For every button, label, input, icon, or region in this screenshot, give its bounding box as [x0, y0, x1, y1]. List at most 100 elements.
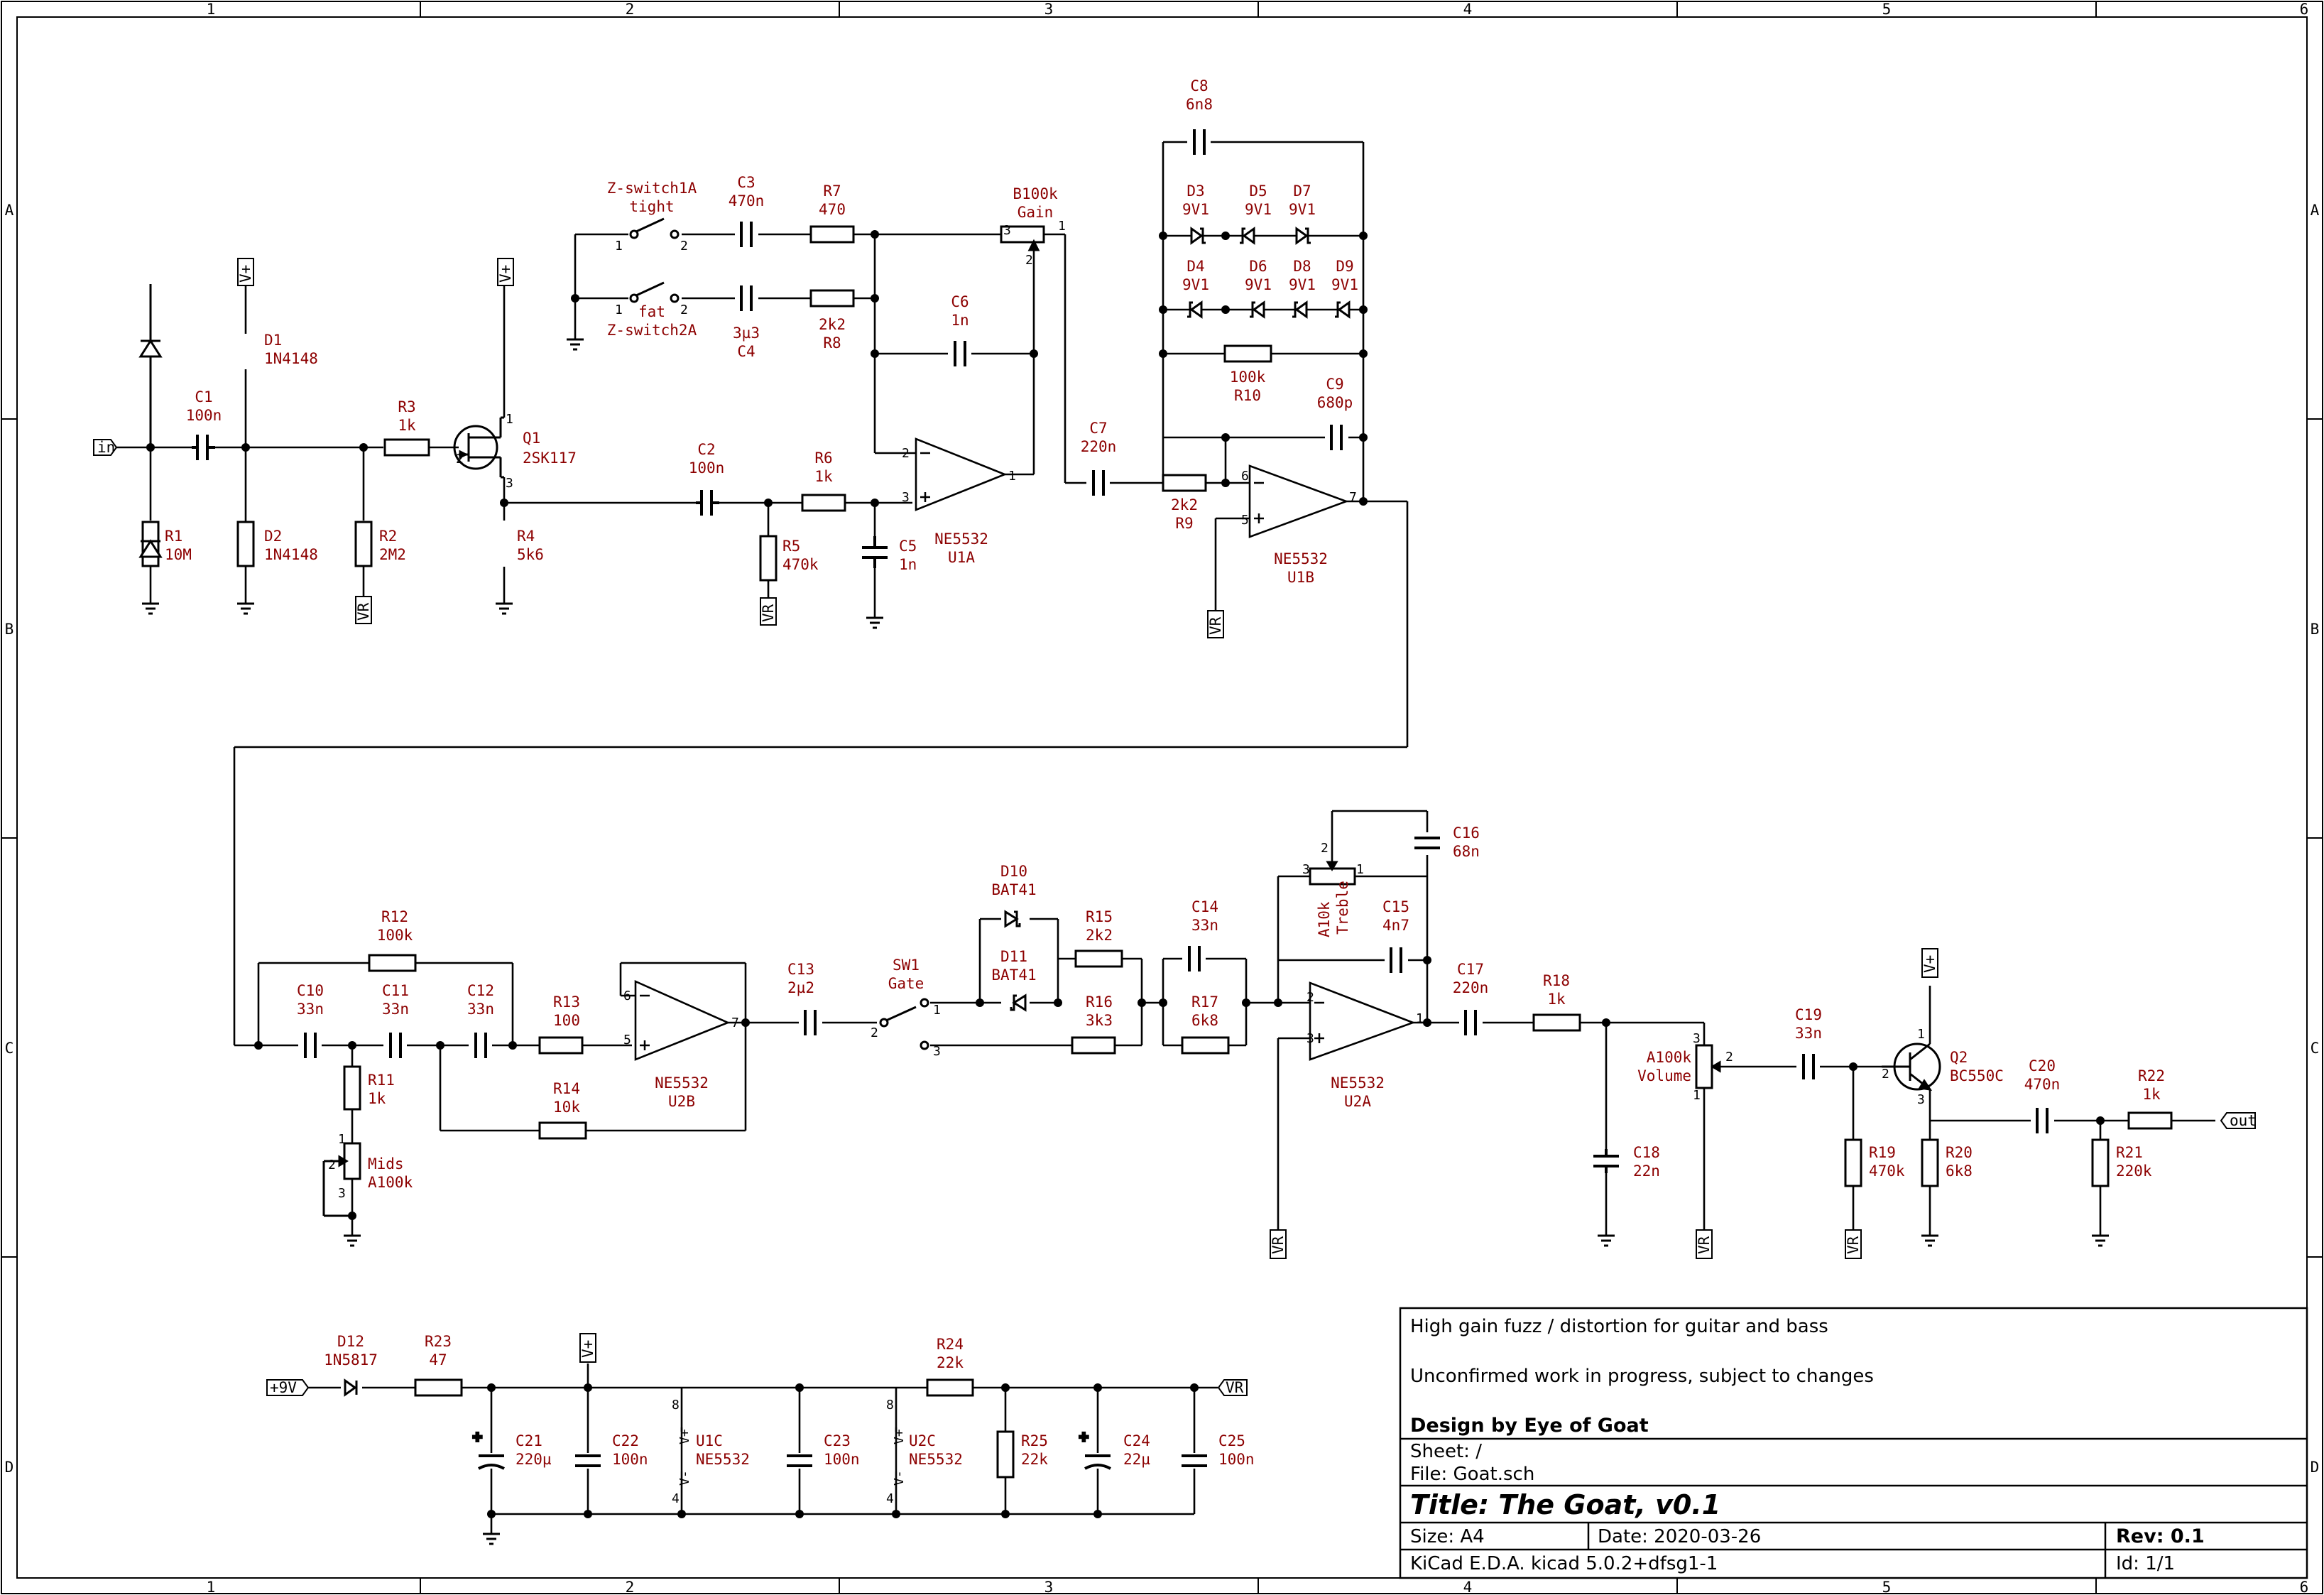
svg-text:4: 4	[672, 1491, 680, 1506]
net-labels: in out +9V VR V+ V+ V+ V+ VR VR VR VR VR…	[93, 258, 2257, 1396]
ref-label: Mids	[368, 1155, 404, 1172]
zener-D7	[1295, 227, 1311, 245]
svg-text:5: 5	[1241, 513, 1249, 528]
value-label: 2k2	[1086, 927, 1113, 944]
svg-text:V+: V+	[579, 1340, 596, 1358]
vr-label: VR	[1270, 1229, 1287, 1259]
value-label: NE5532	[1274, 550, 1328, 567]
value-label: NE5532	[655, 1074, 709, 1092]
resistor-R3	[383, 438, 430, 457]
svg-text:3: 3	[1306, 1031, 1314, 1046]
resistor-R4	[236, 521, 255, 567]
value-label: 220n	[1453, 979, 1489, 996]
svg-text:1: 1	[1693, 1088, 1701, 1103]
value-label: 100n	[689, 459, 725, 477]
ref-label: Gain	[1018, 204, 1054, 221]
ref-label: Z-switch2A	[607, 322, 697, 339]
value-label: 680p	[1317, 394, 1353, 411]
ref-label: C11	[382, 982, 409, 999]
capacitor-C13	[804, 1010, 817, 1035]
value-label: 22µ	[1123, 1451, 1150, 1468]
value-label: 100n	[1218, 1451, 1255, 1468]
value-label: 6n8	[1186, 96, 1213, 113]
diode-D2	[138, 539, 163, 558]
value-label: 33n	[1191, 917, 1218, 934]
capacitor-C11	[389, 1033, 402, 1058]
svg-text:+: +	[1079, 1428, 1089, 1445]
row-label: C	[5, 1040, 14, 1057]
svg-text:1: 1	[933, 1003, 941, 1018]
svg-text:2: 2	[902, 446, 910, 461]
svg-text:3: 3	[1693, 1031, 1701, 1046]
ref-label: R3	[398, 398, 415, 415]
component-symbols: + +	[138, 129, 2173, 1479]
capacitor-C17	[1464, 1010, 1477, 1035]
revision: Rev: 0.1	[2116, 1525, 2205, 1547]
opamp-U1A	[915, 437, 1008, 511]
value-label: 1k	[2142, 1086, 2161, 1103]
svg-text:1: 1	[615, 303, 623, 317]
svg-text:1: 1	[338, 1132, 346, 1147]
ref-label: R24	[937, 1336, 964, 1353]
ref-label: D9	[1336, 258, 1353, 275]
value-label: 1n	[951, 312, 969, 329]
value-label: 4n7	[1382, 917, 1409, 934]
ref-label: R11	[368, 1072, 395, 1089]
value-label: 22k	[937, 1354, 964, 1371]
resistor-R9	[1162, 474, 1207, 492]
svg-text:2: 2	[680, 303, 688, 317]
svg-text:+: +	[473, 1428, 482, 1445]
ref-label: C9	[1326, 376, 1343, 393]
value-label: 33n	[382, 1001, 409, 1018]
vplus-label: V+	[1921, 948, 1938, 978]
row-label: B	[2311, 621, 2320, 638]
wires	[115, 141, 2215, 1534]
resistor-R23	[414, 1378, 463, 1397]
ref-label: C16	[1453, 824, 1480, 842]
opamp-U2B	[634, 979, 731, 1061]
value-label: 9V1	[1182, 276, 1209, 293]
resistor-R19	[1844, 1138, 1862, 1187]
ref-label: D3	[1186, 183, 1204, 200]
elcap-C24: +	[1078, 1427, 1111, 1470]
col-label: 3	[1044, 1579, 1054, 1595]
resistor-R20	[1921, 1138, 1939, 1187]
ref-label: R12	[381, 908, 408, 925]
capacitor-C2	[696, 490, 719, 516]
value-label: 470n	[2024, 1076, 2061, 1093]
vr-label: VR	[355, 596, 372, 624]
svg-text:8: 8	[672, 1398, 680, 1412]
svg-text:3: 3	[902, 490, 910, 505]
ground-icon	[496, 602, 513, 615]
ref-label: D6	[1249, 258, 1267, 275]
ref-label: C8	[1190, 77, 1208, 94]
ref-label: R9	[1175, 515, 1193, 532]
vr-label: VR	[1696, 1229, 1713, 1259]
schottky-D10	[1004, 910, 1021, 928]
vr-label: VR	[760, 597, 777, 626]
ground-icon	[237, 602, 254, 615]
value-label: B100k	[1013, 185, 1058, 202]
value-label: 33n	[467, 1001, 494, 1018]
resistor-R24	[926, 1378, 974, 1397]
pot-volume	[1695, 1044, 1713, 1089]
schematic-date: Date: 2020-03-26	[1598, 1526, 1761, 1547]
value-label: 33n	[297, 1001, 324, 1018]
col-label: 3	[1044, 1, 1054, 18]
value-label: 47	[429, 1351, 447, 1368]
svg-text:1: 1	[615, 239, 623, 254]
ref-label: R15	[1086, 908, 1113, 925]
svg-text:2: 2	[328, 1158, 336, 1172]
elcap-C21: +	[471, 1427, 505, 1470]
svg-text:V-: V-	[677, 1470, 692, 1486]
vplus-label: V+	[579, 1333, 596, 1363]
ground-symbols	[142, 338, 2109, 1545]
ref-label: C10	[297, 982, 324, 999]
ground-icon	[866, 616, 883, 629]
opamp-U2A	[1309, 981, 1416, 1061]
diode-D1	[138, 284, 163, 447]
ref-label: D2	[264, 528, 282, 545]
svg-text:V+: V+	[237, 265, 254, 283]
capacitor-C19	[1802, 1054, 1815, 1079]
